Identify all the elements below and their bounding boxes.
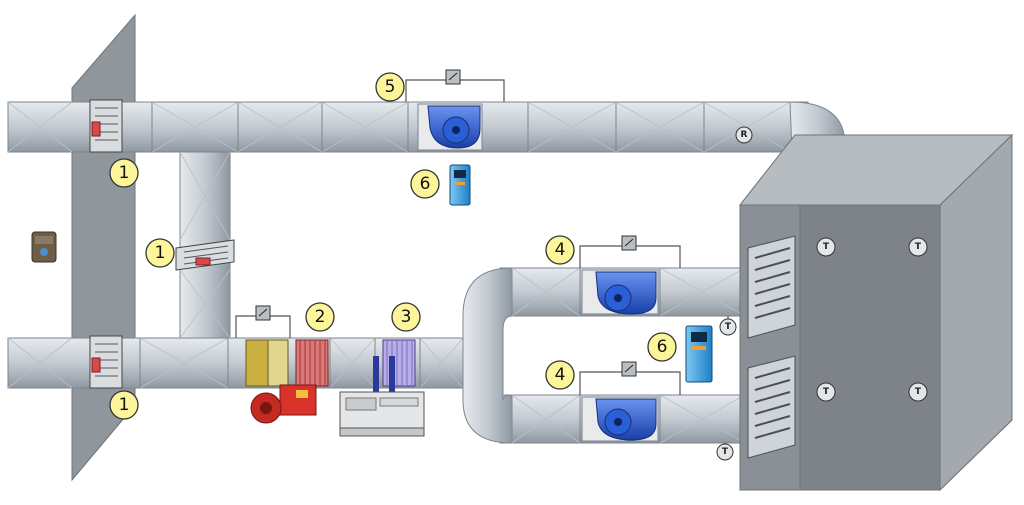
supply-fan-lower-pressure-switch xyxy=(579,361,681,395)
exhaust-fan-pressure-switch xyxy=(405,69,505,102)
room-temp-sensor-3: T xyxy=(816,382,836,402)
filter-pressure-switch xyxy=(235,305,291,338)
svg-text:1: 1 xyxy=(155,243,166,263)
svg-text:R: R xyxy=(741,130,748,140)
room-temp-sensor-4: T xyxy=(908,382,928,402)
callout-cooler: 3 xyxy=(391,302,421,332)
supply-fan-lower xyxy=(581,396,659,442)
callout-damper-top-left: 1 xyxy=(109,158,139,188)
callout-heater: 2 xyxy=(305,302,335,332)
svg-text:T: T xyxy=(915,242,922,252)
vfd-drive-top xyxy=(449,164,471,206)
exhaust-fan xyxy=(417,103,483,151)
svg-text:4: 4 xyxy=(555,240,566,260)
top-duct xyxy=(7,101,809,153)
callout-drive-top: 6 xyxy=(410,169,440,199)
exhaust-sensor: R xyxy=(735,126,753,144)
damper-vertical xyxy=(175,239,235,271)
callout-supply-fan-upper: 4 xyxy=(545,235,575,265)
damper-bottom-left xyxy=(89,335,123,389)
chiller xyxy=(339,356,425,437)
supply-grille-upper xyxy=(747,235,796,339)
callout-exhaust-fan: 5 xyxy=(375,72,405,102)
outdoor-sensor-icon xyxy=(31,231,57,263)
supply-grille-lower xyxy=(747,355,796,459)
svg-text:6: 6 xyxy=(657,337,668,357)
svg-text:5: 5 xyxy=(385,77,396,97)
filter xyxy=(245,339,289,387)
duct-temp-sensor-upper: T xyxy=(719,316,737,336)
vfd-drive-right xyxy=(685,325,713,383)
svg-text:2: 2 xyxy=(315,307,326,327)
svg-text:3: 3 xyxy=(401,307,412,327)
room-temp-sensor-1: T xyxy=(816,237,836,257)
svg-text:1: 1 xyxy=(119,163,130,183)
damper-top-left xyxy=(89,99,123,153)
heater-coil xyxy=(295,339,329,387)
svg-text:4: 4 xyxy=(555,365,566,385)
callout-supply-fan-lower: 4 xyxy=(545,360,575,390)
svg-text:T: T xyxy=(915,387,922,397)
callout-damper-bottom-left: 1 xyxy=(109,390,139,420)
svg-text:T: T xyxy=(823,387,830,397)
room-temp-sensor-2: T xyxy=(908,237,928,257)
burner-boiler xyxy=(250,384,317,424)
svg-text:T: T xyxy=(823,242,830,252)
svg-text:6: 6 xyxy=(420,174,431,194)
svg-text:T: T xyxy=(722,447,729,457)
svg-text:T: T xyxy=(725,322,732,332)
cooler-coil xyxy=(382,339,416,387)
callout-drive-right: 6 xyxy=(647,332,677,362)
duct-temp-sensor-lower: T xyxy=(716,443,734,461)
supply-fan-upper xyxy=(581,269,659,315)
callout-damper-vertical: 1 xyxy=(145,238,175,268)
supply-fan-upper-pressure-switch xyxy=(579,235,681,268)
svg-text:1: 1 xyxy=(119,395,130,415)
